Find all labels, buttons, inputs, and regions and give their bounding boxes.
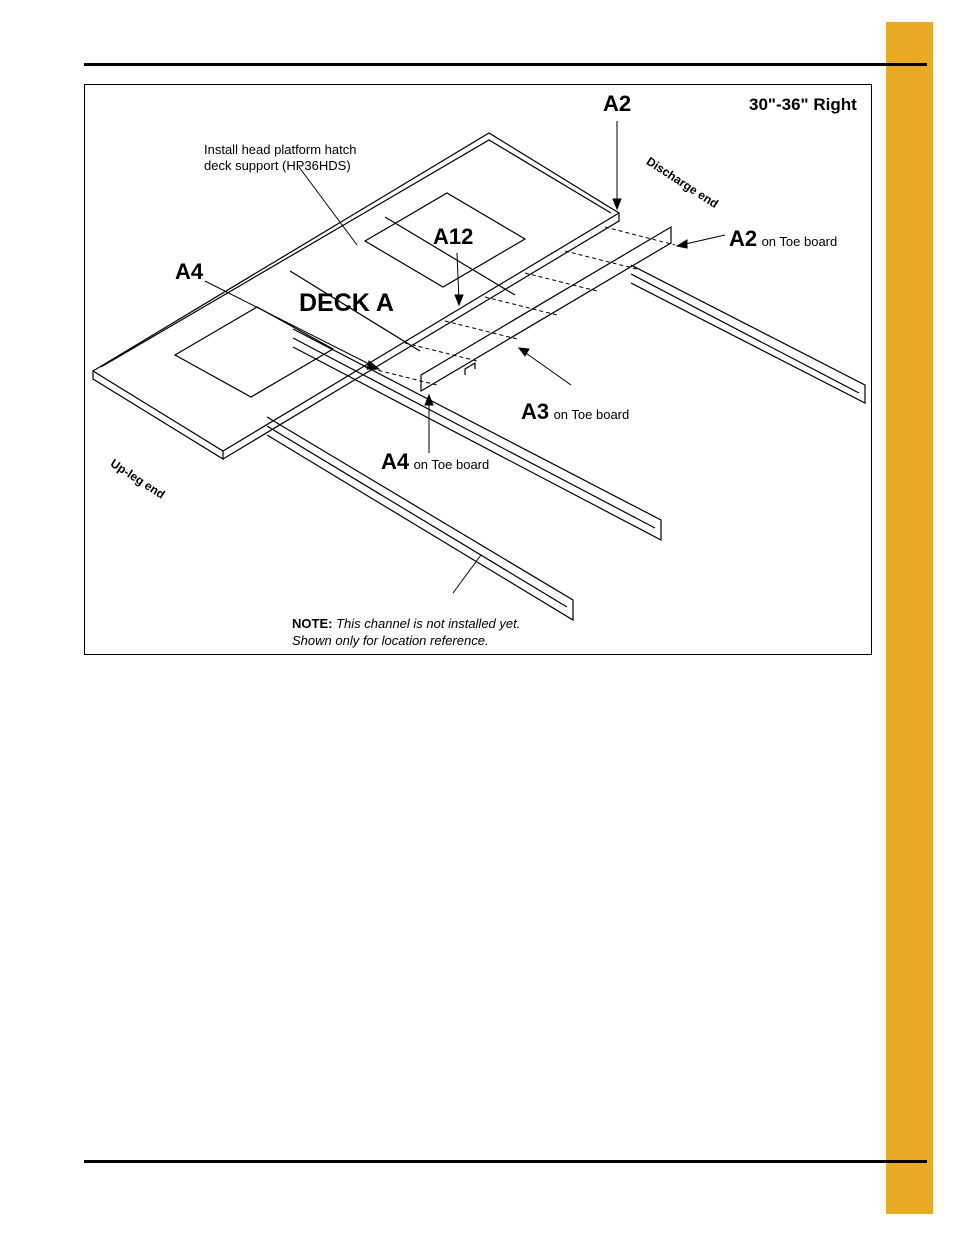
install-note-line1: Install head platform hatch [204,142,357,157]
arrowhead [675,239,688,249]
callout-a4-toe-id: A4 [381,449,410,474]
section-tab [886,22,933,1214]
fastener-line [484,296,558,316]
note-text-2: Shown only for location reference. [292,633,489,648]
callout-a4-toe-suffix: on Toe board [413,457,490,472]
arrowhead [517,347,530,357]
callout-a3-toe-suffix: on Toe board [553,407,630,422]
note-prefix: NOTE: [292,616,333,631]
fastener-line [604,226,676,246]
channel-back-lip [630,273,860,394]
arrowhead [366,360,381,370]
leader-a4-left [204,280,376,368]
leader-a3-toe [522,350,572,386]
deck-front-edge [92,371,224,461]
fastener-line [564,250,638,270]
arrowhead [424,393,434,406]
fastener-line [364,366,438,386]
install-note-line2: deck support (HP36HDS) [204,158,351,173]
fastener-line [524,272,598,292]
deck-label: DECK A [299,289,394,317]
toe-board [420,225,672,393]
callout-a4-toe: A4 on Toe board [381,451,489,473]
footer-rule [84,1160,927,1163]
toe-board-notch [464,361,476,375]
arrowhead [454,294,464,307]
arrowhead [612,198,622,211]
figure-title: 30"-36" Right [749,95,857,114]
fastener-line [444,320,518,340]
callout-a2-toe: A2 on Toe board [729,228,837,250]
hatch-opening-left [173,306,335,398]
leader-a2-toe [680,234,726,246]
callout-a4-left: A4 [175,259,204,284]
note-text-1: This channel is not installed yet. [336,616,521,631]
fastener-line [404,342,478,362]
channel-note-line2: Shown only for location reference. [292,632,489,649]
deck-back-rail [100,139,612,368]
leader-install-note [298,166,358,246]
callout-a3-toe: A3 on Toe board [521,401,629,423]
leader-a12 [456,252,460,302]
deck-seam-2 [384,216,516,296]
channel-front [266,416,574,622]
callout-a2-toe-id: A2 [729,226,758,251]
assembly-figure: 30"-36" Right Install head platform hatc… [84,84,872,655]
callout-a3-toe-id: A3 [521,399,550,424]
hatch-opening-right [363,192,527,288]
channel-middle-lip [292,337,656,529]
channel-back [630,264,866,404]
callout-a2-top: A2 [603,91,632,116]
leader-note [452,554,482,594]
channel-note-line1: NOTE: This channel is not installed yet. [292,615,520,632]
channel-front-lip [266,425,568,608]
channel-middle [292,328,662,541]
header-rule [84,63,927,66]
callout-a2-toe-suffix: on Toe board [761,234,838,249]
callout-a12: A12 [433,224,474,249]
deck-seam [289,270,421,352]
deck-assembly-drawing [91,121,866,622]
